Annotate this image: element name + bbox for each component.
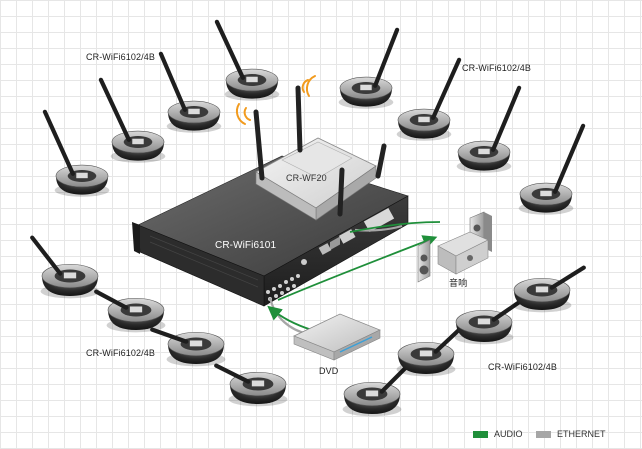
access-point: [253, 85, 387, 221]
microphone-gooseneck: [214, 363, 251, 384]
microphone-unit: [214, 19, 280, 101]
mic-group-label-bottom-left: CR-WiFi6102/4B: [86, 348, 155, 358]
microphone-unit: [396, 57, 462, 141]
microphone-unit: [42, 109, 110, 197]
microphone-unit: [158, 51, 222, 133]
dvd-label: DVD: [319, 366, 339, 376]
mic-group-label-top-right: CR-WiFi6102/4B: [462, 63, 531, 73]
speakers-label: 音响: [449, 278, 468, 288]
dvd-player: [293, 313, 381, 361]
microphone-gooseneck: [373, 27, 400, 88]
microphone-unit: [512, 265, 586, 313]
microphone-gooseneck: [491, 85, 522, 152]
mic-group-label-bottom-right: CR-WiFi6102/4B: [488, 362, 557, 372]
legend-audio-label: AUDIO: [494, 429, 523, 439]
microphone-unit: [214, 363, 288, 407]
microphone-unit: [454, 295, 528, 345]
legend-audio-swatch: [473, 430, 488, 438]
speaker-system: [417, 211, 492, 283]
microphone-unit: [342, 355, 418, 417]
microphone-unit: [338, 27, 400, 109]
microphone-gooseneck: [158, 51, 187, 112]
microphone-gooseneck: [30, 235, 63, 276]
microphone-gooseneck: [98, 77, 131, 142]
microphone-unit: [94, 289, 166, 333]
legend-audio: AUDIO: [473, 429, 523, 439]
microphone-gooseneck: [549, 265, 586, 290]
microphone-unit: [30, 235, 100, 299]
microphone-gooseneck: [552, 123, 586, 194]
microphone-gooseneck: [42, 109, 76, 176]
legend-ethernet-label: ETHERNET: [557, 429, 606, 439]
microphone-unit: [396, 319, 470, 377]
audio-cables: [267, 221, 441, 331]
microphones: [30, 19, 586, 417]
wifi-signal-icon: [235, 75, 316, 125]
microphone-unit: [98, 77, 166, 163]
microphone-unit: [456, 85, 522, 173]
legend-ethernet: ETHERNET: [536, 429, 606, 439]
main-unit-label: CR-WiFi6101: [215, 240, 277, 251]
microphone-gooseneck: [214, 19, 245, 80]
access-point-label: CR-WF20: [286, 173, 327, 183]
microphone-gooseneck: [150, 327, 189, 344]
mic-group-label-top-left: CR-WiFi6102/4B: [86, 52, 155, 62]
microphone-unit: [518, 123, 586, 215]
legend-ethernet-swatch: [536, 430, 551, 438]
microphone-gooseneck: [431, 57, 462, 120]
microphone-unit: [150, 327, 226, 367]
microphone-gooseneck: [94, 289, 129, 310]
